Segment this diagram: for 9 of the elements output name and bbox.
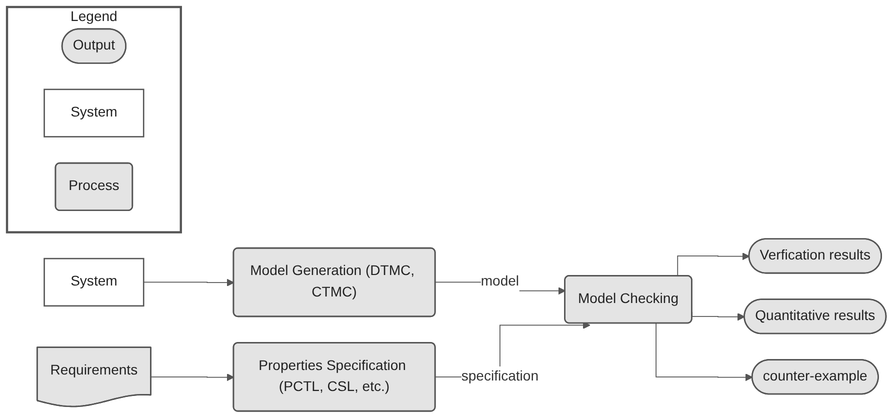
node-box: System: [44, 89, 144, 138]
edge-label: model: [480, 274, 520, 290]
arrow: [150, 374, 234, 382]
arrow: [692, 312, 746, 322]
node-box: System: [44, 258, 144, 308]
arrow: [143, 279, 234, 287]
arrow: [656, 323, 753, 382]
arrow: [677, 252, 750, 277]
edge-label: specification: [461, 369, 539, 384]
